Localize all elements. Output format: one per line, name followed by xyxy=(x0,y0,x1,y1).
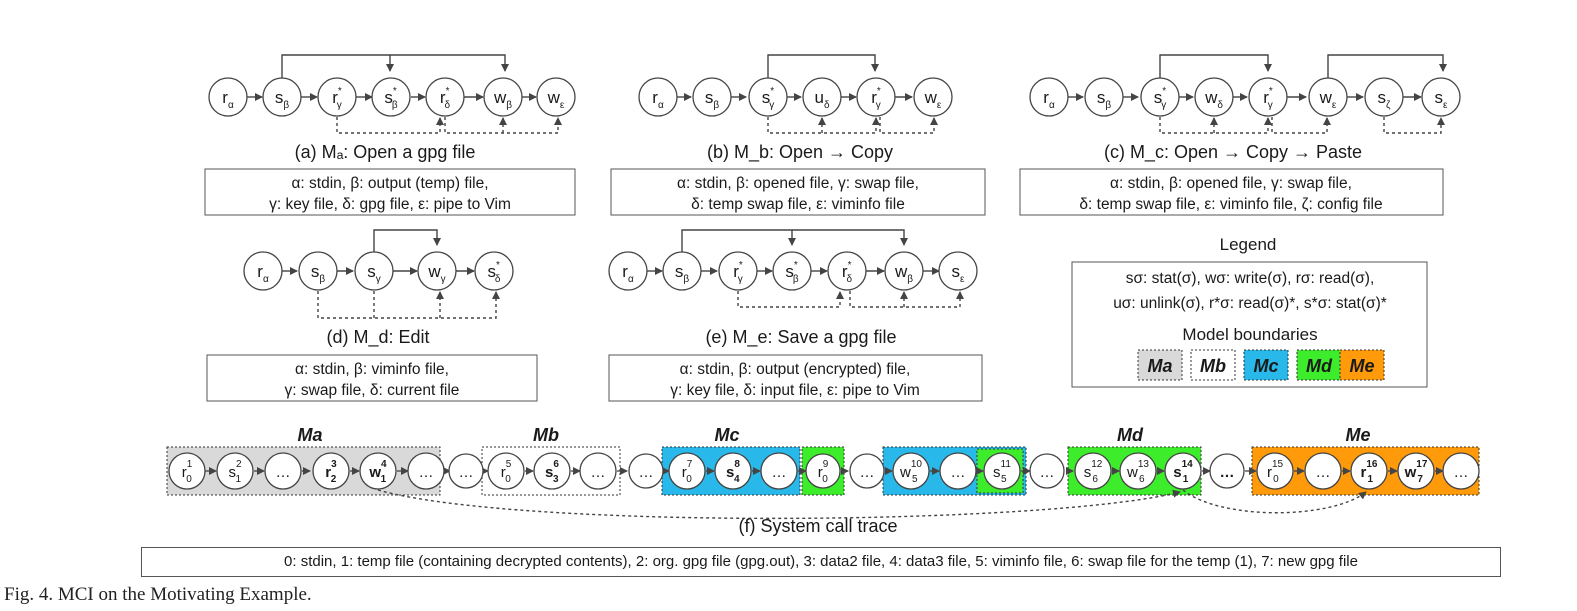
svg-text:r*δ: r*δ xyxy=(440,86,451,111)
svg-text:s*γ: s*γ xyxy=(762,86,775,111)
svg-text:s21: s21 xyxy=(228,459,242,485)
trace: Ma Mb Mc Md Me xyxy=(166,425,1480,536)
panel-b: rα sβ s*γ uδ r*γ wε (b) M_b: Open → Copy… xyxy=(610,54,986,216)
svg-text:r*δ: r*δ xyxy=(842,260,853,285)
caption-a: (a) Mₐ: Open a gpg file xyxy=(295,142,476,162)
swatch-ma: Ma xyxy=(1147,356,1172,376)
swatch-me: Me xyxy=(1349,356,1374,376)
svg-text:…: … xyxy=(639,464,654,481)
figure-caption: Fig. 4. MCI on the Motivating Example. xyxy=(4,584,312,605)
swatch-md: Md xyxy=(1306,356,1333,376)
legend-boundaries-title: Model boundaries xyxy=(1182,325,1317,344)
svg-text:rα: rα xyxy=(622,262,634,285)
panel-a: rα sβ r*γ s*β r*δ wβ wε (a) Mₐ: Open a g… xyxy=(204,54,576,216)
legend-line2: uσ: unlink(σ), r*σ: read(σ)*, s*σ: stat(… xyxy=(1113,295,1387,312)
trace-label-ma: Ma xyxy=(297,425,322,445)
svg-text:s63: s63 xyxy=(545,459,559,485)
file-key-text: 0: stdin, 1: temp file (containing decry… xyxy=(284,553,1358,570)
svg-text:…: … xyxy=(591,464,606,481)
svg-text:…: … xyxy=(1454,464,1469,481)
svg-text:s*γ: s*γ xyxy=(1154,86,1167,111)
caption-b: (b) M_b: Open → Copy xyxy=(707,142,893,163)
svg-text:…: … xyxy=(951,464,966,481)
svg-text:…: … xyxy=(1220,464,1235,481)
svg-text:s*β: s*β xyxy=(785,260,798,285)
svg-text:r*γ: r*γ xyxy=(332,86,342,111)
legend: Legend sσ: stat(σ), wσ: write(σ), rσ: re… xyxy=(1071,235,1428,388)
swatch-mb: Mb xyxy=(1200,356,1226,376)
svg-text:r*γ: r*γ xyxy=(733,260,743,285)
svg-text:…: … xyxy=(860,464,875,481)
panel-c: rα sβ s*γ wδ r*γ wε sζ sε (c) M_c: Open … xyxy=(1019,54,1461,216)
svg-text:…: … xyxy=(772,464,787,481)
box-d-line2: γ: swap file, δ: current file xyxy=(285,382,460,399)
svg-text:s*δ: s*δ xyxy=(488,260,501,285)
caption-d: (d) M_d: Edit xyxy=(326,327,429,348)
box-c-line2: δ: temp swap file, ε: viminfo file, ζ: c… xyxy=(1079,196,1382,213)
svg-text:s84: s84 xyxy=(726,459,740,485)
svg-text:…: … xyxy=(276,464,291,481)
svg-text:s*β: s*β xyxy=(384,86,397,111)
svg-text:…: … xyxy=(1316,464,1331,481)
box-b-line1: α: stdin, β: opened file, γ: swap file, xyxy=(677,175,919,192)
box-e-line1: α: stdin, β: output (encrypted) file, xyxy=(680,361,911,378)
legend-title: Legend xyxy=(1220,235,1277,254)
panel-e: rα sβ r*γ s*β r*δ wβ sε (e) M_e: Save a … xyxy=(608,229,983,402)
caption-f: (f) System call trace xyxy=(738,516,897,536)
box-b-line2: δ: temp swap file, ε: viminfo file xyxy=(691,196,905,213)
trace-label-mc: Mc xyxy=(714,425,739,445)
svg-text:r*γ: r*γ xyxy=(871,86,881,111)
svg-text:rα: rα xyxy=(222,88,234,111)
box-d-line1: α: stdin, β: viminfo file, xyxy=(295,361,449,378)
svg-text:…: … xyxy=(459,464,474,481)
box-a-line1: α: stdin, β: output (temp) file, xyxy=(291,175,488,192)
trace-label-mb: Mb xyxy=(533,425,559,445)
swatch-mc: Mc xyxy=(1253,356,1278,376)
panel-d: rα sβ sγ wγ s*δ (d) M_d: Edit α: stdin, … xyxy=(206,229,538,402)
svg-text:rα: rα xyxy=(1043,88,1055,111)
caption-c: (c) M_c: Open → Copy → Paste xyxy=(1104,142,1362,163)
legend-line1: sσ: stat(σ), wσ: write(σ), rσ: read(σ), xyxy=(1126,270,1375,287)
box-c-line1: α: stdin, β: opened file, γ: swap file, xyxy=(1110,175,1352,192)
file-key-box: 0: stdin, 1: temp file (containing decry… xyxy=(141,547,1501,577)
svg-text:rα: rα xyxy=(257,262,269,285)
trace-label-me: Me xyxy=(1345,425,1370,445)
svg-text:w41: w41 xyxy=(368,459,387,485)
box-e-line2: γ: key file, δ: input file, ε: pipe to V… xyxy=(670,382,920,399)
trace-label-md: Md xyxy=(1117,425,1144,445)
caption-e: (e) M_e: Save a gpg file xyxy=(705,327,896,348)
svg-text:r*γ: r*γ xyxy=(1263,86,1273,111)
box-a-line2: γ: key file, δ: gpg file, ε: pipe to Vim xyxy=(269,196,511,213)
svg-text:…: … xyxy=(419,464,434,481)
svg-text:…: … xyxy=(1040,464,1055,481)
svg-text:rα: rα xyxy=(652,88,664,111)
